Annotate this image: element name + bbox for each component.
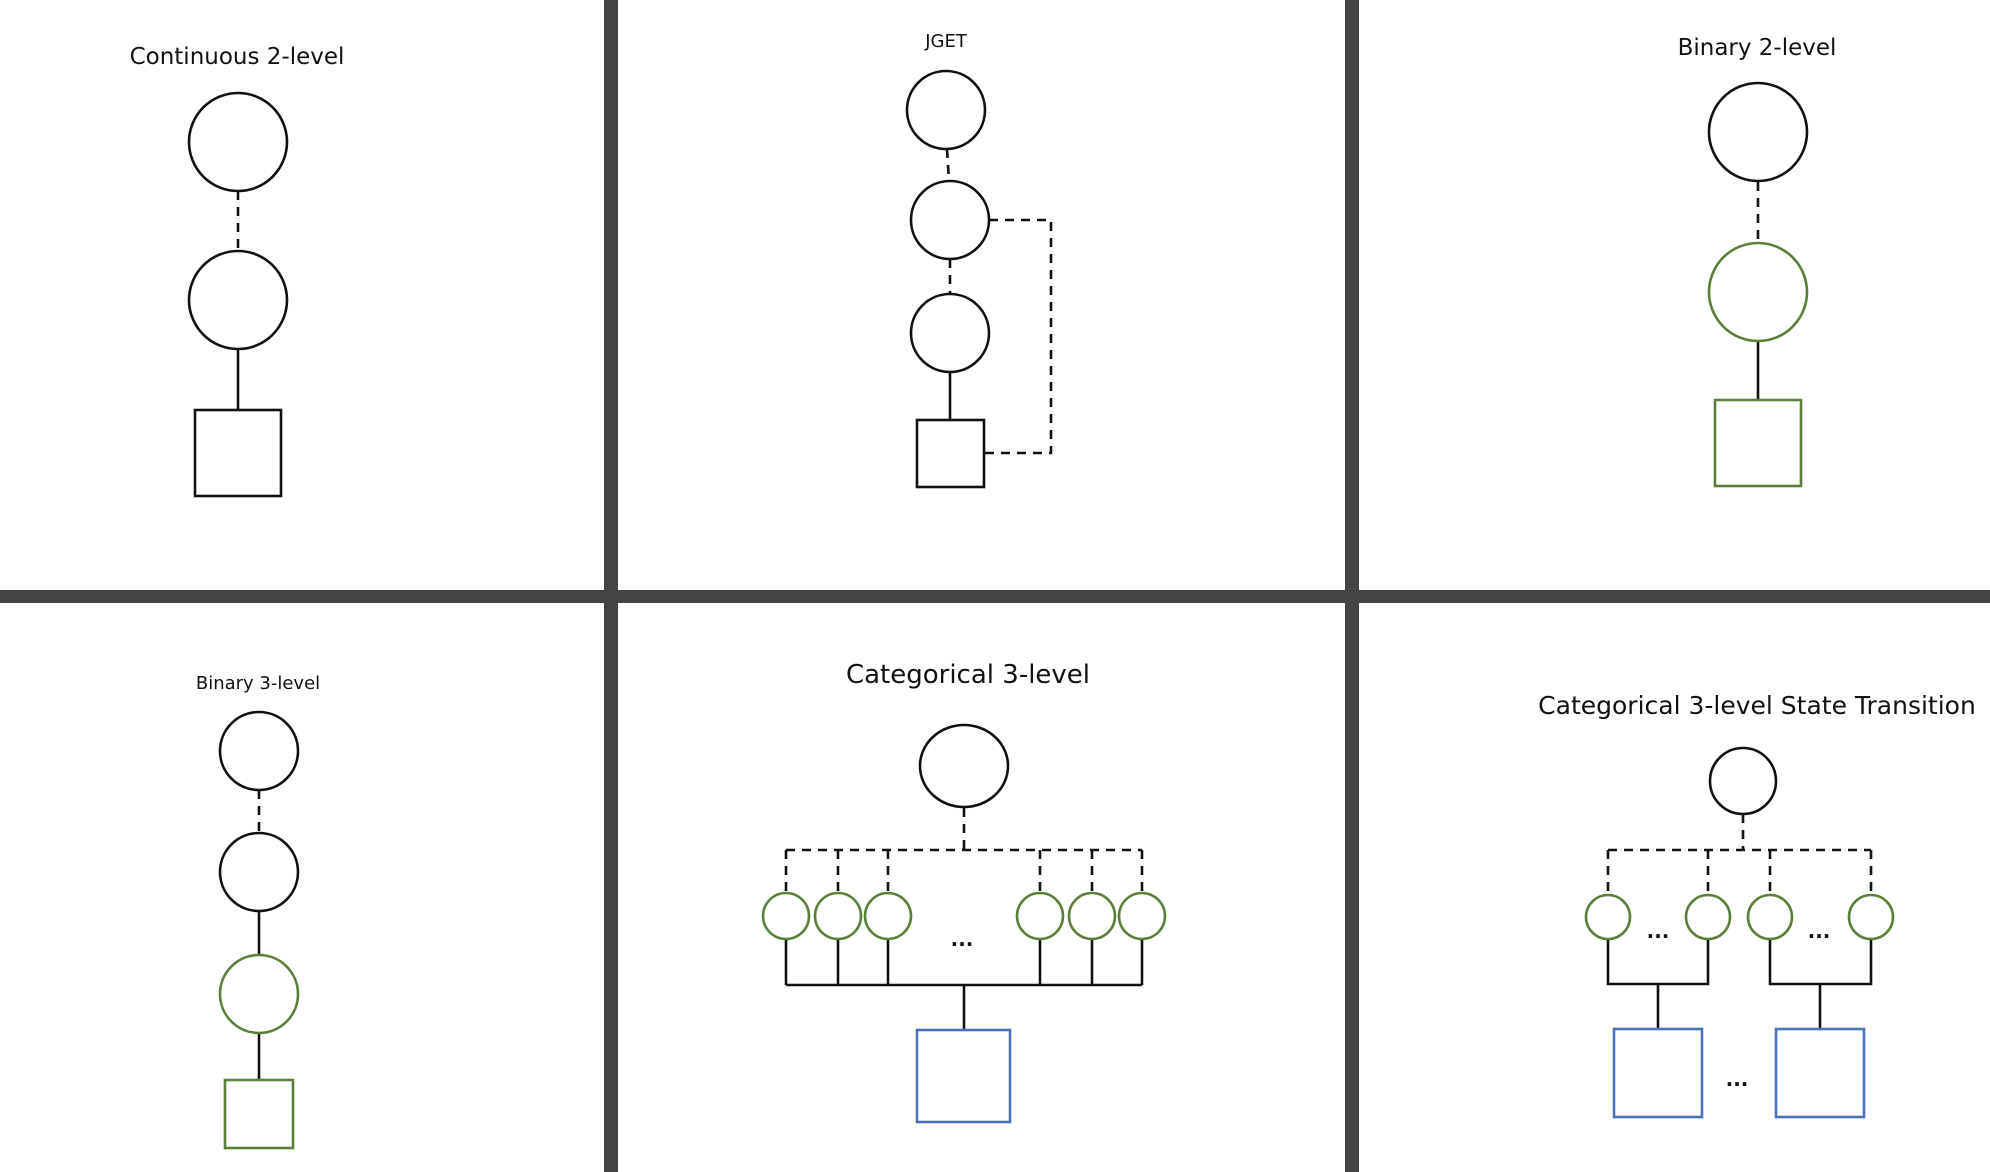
panel-title: Binary 2-level — [1678, 35, 1837, 61]
panel-title: Categorical 3-level — [846, 660, 1090, 690]
latent-node — [218, 831, 300, 913]
latent-node-green — [1746, 893, 1794, 941]
panel-jget: JGET — [905, 31, 1053, 489]
ellipsis: ... — [951, 927, 974, 951]
panel-title: JGET — [924, 31, 968, 52]
latent-node-green — [1684, 893, 1732, 941]
latent-node-green — [1117, 891, 1167, 941]
latent-node — [187, 249, 289, 351]
divider-vertical-right — [1345, 0, 1359, 1172]
dashed-edge — [945, 148, 951, 182]
divider-horizontal — [0, 590, 1990, 603]
solid-group-left — [1606, 939, 1710, 986]
panel-title: Binary 3-level — [196, 673, 320, 694]
observed-node-blue — [915, 1028, 1012, 1124]
latent-node-green — [218, 953, 300, 1035]
latent-node-green — [863, 891, 913, 941]
observed-node-green — [223, 1078, 295, 1150]
latent-node-green — [813, 891, 863, 941]
panel-title: Categorical 3-level State Transition — [1538, 691, 1976, 720]
ellipsis: ... — [1808, 919, 1831, 943]
panel-categorical-3level: Categorical 3-level ... — [761, 660, 1167, 1124]
dashed-skip-edge — [984, 218, 1053, 455]
latent-node-green — [1584, 893, 1632, 941]
panel-binary-3level: Binary 3-level — [196, 673, 320, 1150]
latent-node — [905, 69, 987, 151]
latent-node — [918, 723, 1010, 809]
ellipsis: ... — [1647, 919, 1670, 943]
divider-vertical-left — [604, 0, 618, 1172]
ellipsis: ... — [1726, 1067, 1749, 1091]
observed-node-blue — [1774, 1027, 1866, 1119]
latent-node — [909, 179, 991, 261]
latent-node-green — [1847, 893, 1895, 941]
panel-title: Continuous 2-level — [130, 44, 345, 70]
panel-continuous-2level: Continuous 2-level — [130, 44, 345, 498]
observed-node — [193, 408, 283, 498]
latent-node — [1708, 746, 1778, 816]
latent-node — [187, 91, 289, 193]
latent-node-green — [1707, 241, 1809, 343]
latent-node-green — [761, 891, 811, 941]
panel-categorical-3level-state-transition: Categorical 3-level State Transition ...… — [1538, 691, 1976, 1119]
observed-node-blue — [1612, 1027, 1704, 1119]
latent-node-green — [1015, 891, 1065, 941]
observed-node — [915, 418, 986, 489]
solid-group-right — [1768, 939, 1873, 986]
latent-node-green — [1067, 891, 1117, 941]
latent-node — [909, 292, 991, 374]
latent-node — [1707, 81, 1809, 183]
panel-binary-2level: Binary 2-level — [1678, 35, 1837, 488]
observed-node-green — [1713, 398, 1803, 488]
latent-node — [218, 710, 300, 792]
